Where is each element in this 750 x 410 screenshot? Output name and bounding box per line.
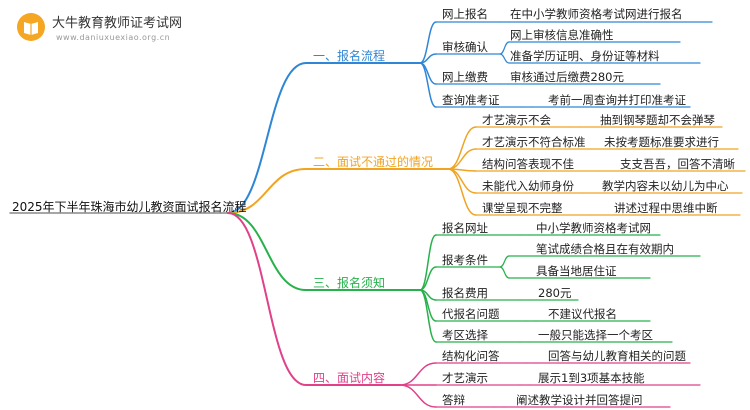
detail-admission-ticket: 考前一周查询并打印准考证 — [548, 93, 686, 107]
branch-4-child-1-link — [399, 362, 437, 386]
detail-residence-permit: 具备当地居住证 — [536, 264, 617, 278]
branch-3-child-2-link — [419, 266, 437, 291]
node-proxy: 代报名问题 — [442, 307, 500, 321]
node-talent-cannot: 才艺演示不会 — [482, 113, 551, 127]
node-talent-show: 才艺演示 — [442, 371, 488, 385]
branch-3-child-5-link — [419, 289, 437, 343]
node-defense: 答辩 — [442, 393, 465, 407]
brand-name: 大牛教育教师证考试网 — [52, 16, 183, 31]
branch-registration-notes: 三、报名须知 — [313, 276, 386, 290]
detail-talent-show: 展示1到3项基本技能 — [538, 371, 645, 385]
node-structured-qa: 结构化问答 — [442, 349, 500, 363]
branch-2-child-1-link — [447, 126, 477, 170]
node-talent-nonstandard: 才艺演示不符合标准 — [482, 135, 586, 149]
branch-3-child-2-detail-2-link — [499, 266, 510, 279]
branch-interview-content: 四、面试内容 — [313, 371, 386, 385]
detail-defense: 阐述教学设计并回答提问 — [516, 393, 643, 407]
node-online-payment: 网上缴费 — [442, 70, 488, 84]
node-review-confirm: 审核确认 — [442, 40, 488, 54]
detail-online-registration: 在中小学教师资格考试网进行报名 — [510, 7, 683, 21]
branch-1-child-1-link — [419, 21, 437, 64]
detail-structured-qa: 回答与幼儿教育相关的问题 — [548, 349, 686, 363]
node-online-registration: 网上报名 — [442, 7, 488, 21]
detail-written-exam: 笔试成绩合格且在有效期内 — [536, 242, 674, 256]
detail-prepare-materials: 准备学历证明、身份证等材料 — [510, 49, 660, 63]
node-structured-poor: 结构问答表现不佳 — [482, 157, 574, 171]
root-to-branch-2-line — [227, 168, 307, 214]
branch-1-child-4-link — [419, 62, 437, 108]
branch-1-child-2-detail-2-link — [499, 53, 510, 64]
branch-registration-process: 一、报名流程 — [313, 49, 386, 63]
node-registration-site: 报名网址 — [442, 221, 488, 235]
branch-2-child-4-link — [447, 168, 477, 194]
branch-2-child-5-link — [447, 168, 477, 216]
detail-proxy: 不建议代报名 — [548, 307, 617, 321]
branch-2-child-2-link — [447, 148, 477, 170]
branch-3-child-2-detail-1-link — [499, 255, 510, 268]
root-to-branch-1-line — [227, 62, 307, 214]
detail-class-incomplete: 讲述过程中思维中断 — [614, 201, 718, 215]
brand-url: www.daniuxuexiao.org.cn — [56, 33, 171, 42]
root-topic: 2025年下半年珠海市幼儿教资面试报名流程 — [12, 200, 247, 214]
node-eligibility: 报考条件 — [442, 253, 488, 267]
node-fee: 报名费用 — [442, 286, 488, 300]
detail-talent-cannot: 抽到钢琴题却不会弹琴 — [600, 113, 715, 127]
branch-fail-cases: 二、面试不通过的情况 — [313, 155, 434, 169]
node-exam-area: 考区选择 — [442, 328, 488, 342]
detail-talent-nonstandard: 未按考题标准要求进行 — [604, 135, 719, 149]
book-logo-icon — [17, 13, 45, 41]
root-to-branch-3-line — [227, 212, 307, 291]
node-admission-ticket: 查询准考证 — [442, 93, 500, 107]
detail-fee: 280元 — [538, 286, 572, 300]
node-teacher-role: 未能代入幼师身份 — [482, 179, 574, 193]
root-to-branch-4-line — [227, 212, 307, 386]
branch-1-child-2-detail-1-link — [499, 41, 510, 55]
detail-structured-poor: 支支吾吾，回答不清晰 — [620, 157, 735, 171]
branch-3-child-1-link — [419, 234, 437, 291]
detail-online-payment: 审核通过后缴费280元 — [510, 70, 624, 84]
detail-review-info: 网上审核信息准确性 — [510, 28, 614, 42]
detail-teacher-role: 教学内容未以幼儿为中心 — [602, 179, 729, 193]
detail-registration-site: 中小学教师资格考试网 — [536, 221, 651, 235]
detail-exam-area: 一般只能选择一个考区 — [538, 328, 653, 342]
node-class-incomplete: 课堂呈现不完整 — [482, 201, 563, 215]
branch-4-child-3-link — [399, 384, 437, 408]
